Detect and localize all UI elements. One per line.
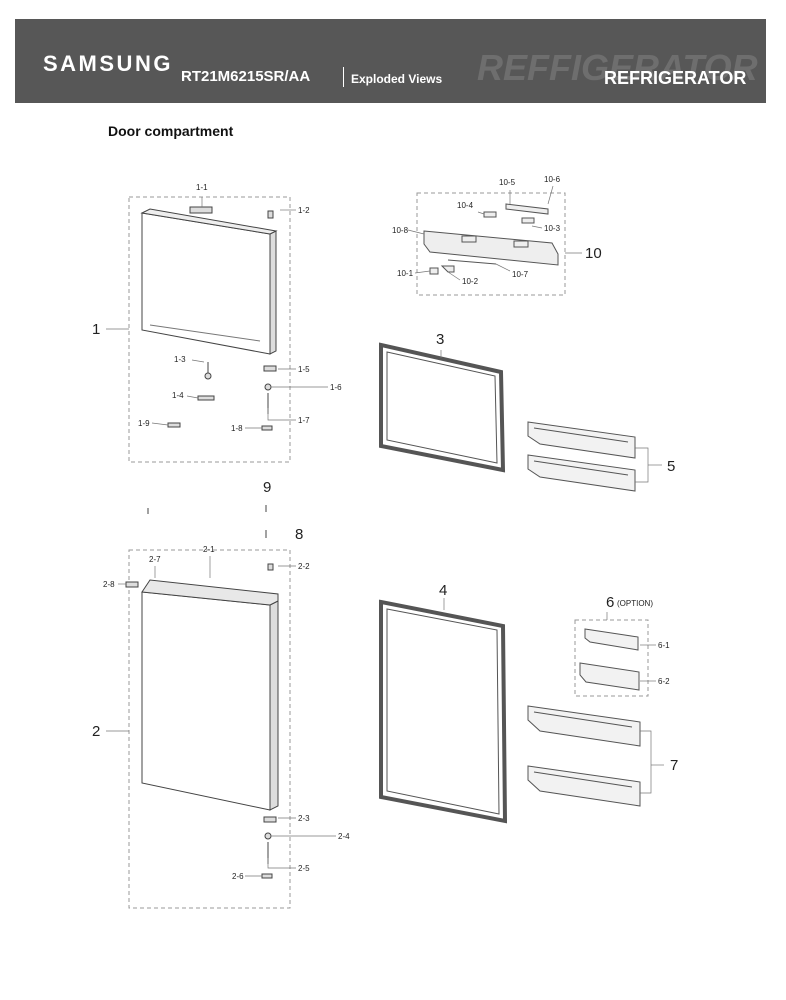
label-part-2-7: 2-7 [149,555,161,564]
header-divider [343,67,344,87]
label-part-2-8: 2-8 [103,580,115,589]
upper-door-group-box [128,196,291,463]
model-number: RT21M6215SR/AA [181,68,311,85]
label-part-1-4: 1-4 [172,391,184,400]
label-part-2: 2 [92,723,100,740]
label-part-2-3: 2-3 [298,814,310,823]
label-part-6-2: 6-2 [658,677,670,686]
leader-lines [106,185,664,877]
product-category: REFRIGERATOR [604,68,747,88]
lower-door [141,579,279,811]
label-part-7: 7 [670,757,678,774]
label-part-1-5: 1-5 [298,365,310,374]
hinge-cover-group-box [416,192,566,296]
label-part-5: 5 [667,458,675,475]
label-part-10-7: 10-7 [512,270,529,279]
label-part-6-option: (OPTION) [617,599,653,608]
view-type: Exploded Views [351,72,443,86]
label-part-10-4: 10-4 [457,201,474,210]
lower-door-small-parts [125,505,277,879]
label-part-2-5: 2-5 [298,864,310,873]
label-part-10-1: 10-1 [397,269,414,278]
label-part-3: 3 [436,331,444,348]
label-part-4: 4 [439,582,447,599]
label-part-10-5: 10-5 [499,178,516,187]
label-part-2-4: 2-4 [338,832,350,841]
upper-door-small-parts [167,206,277,431]
label-part-1: 1 [92,321,100,338]
label-part-10-3: 10-3 [544,224,561,233]
section-title: Door compartment [108,123,234,139]
label-part-6: 6 [606,594,614,611]
brand-logo: SAMSUNG [43,51,173,76]
label-part-2-6: 2-6 [232,872,244,881]
option-guard-group-box [574,619,649,697]
label-part-10-6: 10-6 [544,175,561,184]
label-part-9: 9 [263,479,271,496]
option-guards [579,628,640,691]
label-part-10-8: 10-8 [392,226,409,235]
upper-door-gasket [379,342,506,473]
label-part-10-2: 10-2 [462,277,479,286]
label-part-1-3: 1-3 [174,355,186,364]
page-header: SAMSUNG RT21M6215SR/AA Exploded Views RE… [15,19,766,103]
label-part-1-8: 1-8 [231,424,243,433]
hinge-cover-assembly [423,203,559,275]
lower-door-gasket [379,599,508,824]
upper-door-shelves [527,421,636,492]
label-part-1-6: 1-6 [330,383,342,392]
label-part-2-1: 2-1 [203,545,215,554]
upper-door [140,208,278,355]
header-watermark: REFFIGERATOR [477,47,758,88]
label-part-1-2: 1-2 [298,206,310,215]
callout-labels: 1 1-1 1-2 1-3 1-4 1-5 1-6 1-7 1-8 1-9 2 … [92,175,678,881]
lower-door-shelves [527,705,641,807]
lower-door-group-box [128,549,291,909]
label-part-1-7: 1-7 [298,416,310,425]
label-part-6-1: 6-1 [658,641,670,650]
label-part-8: 8 [295,526,303,543]
label-part-1-1: 1-1 [196,183,208,192]
label-part-10: 10 [585,245,602,262]
label-part-1-9: 1-9 [138,419,150,428]
label-part-2-2: 2-2 [298,562,310,571]
